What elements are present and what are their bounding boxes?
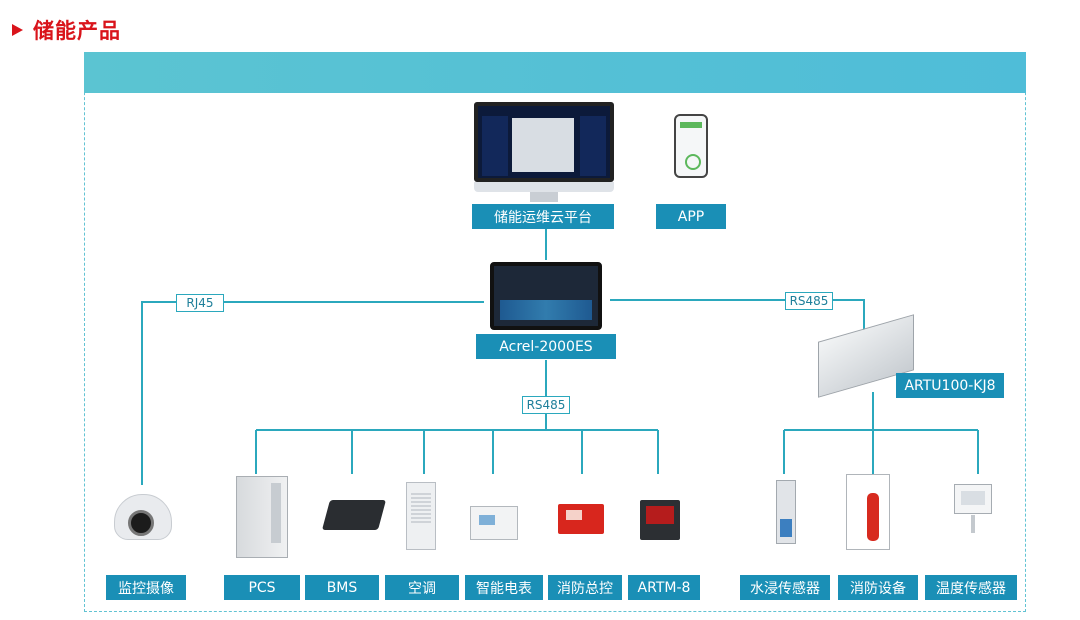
device-label-fire-equipment[interactable]: 消防设备 [838,575,918,600]
temperature-sensor-icon [954,484,992,533]
device-label-pcs[interactable]: PCS [224,575,300,600]
artm-display [646,506,674,524]
temp-sensor-probe [971,515,975,533]
device-label-camera[interactable]: 监控摄像 [106,575,186,600]
pcs-cabinet-icon [236,476,288,558]
tablet-chart-icon [500,300,592,320]
line-rs485-right [610,299,865,330]
monitor-screen [474,102,614,182]
rs485-right-tag: RS485 [785,292,833,310]
temperature-monitor-icon [640,500,680,540]
smart-meter-icon [470,506,518,540]
device-label-ac[interactable]: 空调 [385,575,459,600]
app-label[interactable]: APP [656,204,726,229]
device-label-fire-control[interactable]: 消防总控 [548,575,622,600]
water-sensor-probe [780,519,792,537]
meter-display [479,515,495,525]
device-label-artm[interactable]: ARTM-8 [628,575,700,600]
line-rj45 [141,301,484,485]
monitor-panel-left [482,116,508,176]
bms-box-icon [321,500,387,530]
gateway-label[interactable]: Acrel-2000ES [476,334,616,359]
section-heading: 储能产品 [12,14,121,46]
phone-icon [674,114,708,178]
ac-grill [411,493,431,523]
arrow-bullet-icon [12,24,23,36]
header-band [84,52,1026,93]
device-label-water-sensor[interactable]: 水浸传感器 [740,575,830,600]
fire-control-panel-icon [558,504,604,534]
camera-lens [128,510,154,536]
platform-label[interactable]: 储能运维云平台 [472,204,614,229]
device-label-meter[interactable]: 智能电表 [465,575,543,600]
monitor-stand [474,182,614,192]
rs485-center-tag: RS485 [522,396,570,414]
phone-header-bar [680,122,702,128]
rj45-tag: RJ45 [176,294,224,312]
monitor-icon [474,102,614,202]
camera-icon [114,484,172,550]
air-conditioner-icon [406,482,436,550]
extinguisher-cylinder [867,493,879,541]
tablet-icon [490,262,602,330]
monitor-neck [530,192,558,202]
fire-equipment-icon [846,474,890,550]
device-label-temp-sensor[interactable]: 温度传感器 [925,575,1017,600]
water-sensor-icon [776,480,796,544]
phone-gauge-icon [685,154,701,170]
temp-sensor-display [961,491,985,505]
device-label-bms[interactable]: BMS [305,575,379,600]
artu-label[interactable]: ARTU100-KJ8 [896,373,1004,398]
pcs-strip [271,483,281,543]
map-icon [512,118,574,172]
section-title: 储能产品 [33,19,121,43]
fire-panel-display [566,510,582,520]
monitor-panel-right [580,116,606,176]
